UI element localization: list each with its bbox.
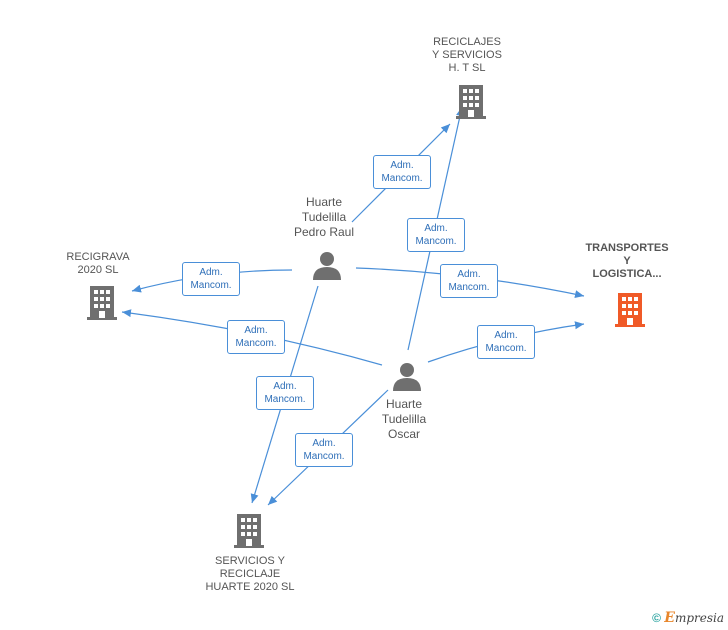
label-line: RECIGRAVA (66, 251, 130, 263)
label-line: Tudelilla (301, 210, 347, 224)
relation-line-1: Adm. (273, 381, 297, 392)
relation-line-2: Mancom. (303, 451, 345, 462)
node-label-pedro: Huarte Tudelilla Pedro Raul (274, 195, 374, 240)
building-icon-reciclajes (456, 85, 486, 119)
label-line: Huarte (305, 195, 343, 209)
relation-line-2: Mancom. (415, 236, 457, 247)
relation-line-2: Mancom. (264, 394, 306, 405)
label-line: RECICLAJE (219, 568, 281, 580)
label-line: LOGISTICA... (592, 268, 662, 280)
node-label-oscar: Huarte Tudelilla Oscar (354, 397, 454, 442)
relation-line-1: Adm. (494, 330, 518, 341)
label-line: H. T SL (448, 62, 486, 74)
label-line: Y SERVICIOS (432, 49, 502, 61)
node-label-transportes: TRANSPORTES Y LOGISTICA... (572, 242, 682, 281)
relation-box-pedro-transportes[interactable]: Adm. Mancom. (440, 264, 498, 298)
node-label-reciclajes: RECICLAJES Y SERVICIOS H. T SL (412, 36, 522, 75)
brand-name: mpresia (674, 611, 724, 625)
relation-box-pedro-recigrava[interactable]: Adm. Mancom. (182, 262, 240, 296)
relation-line-2: Mancom. (485, 343, 527, 354)
node-label-servicios: SERVICIOS Y RECICLAJE HUARTE 2020 SL (190, 555, 310, 594)
label-line: Pedro Raul (293, 225, 355, 239)
building-icon-transportes (615, 293, 645, 327)
relation-line-2: Mancom. (448, 282, 490, 293)
building-icon-servicios (234, 514, 264, 548)
relation-line-1: Adm. (199, 267, 223, 278)
relation-box-oscar-recigrava[interactable]: Adm. Mancom. (227, 320, 285, 354)
relation-line-2: Mancom. (381, 173, 423, 184)
label-line: 2020 SL (77, 264, 119, 276)
person-icon-pedro (313, 252, 341, 280)
relation-line-2: Mancom. (190, 280, 232, 291)
relation-line-1: Adm. (424, 223, 448, 234)
relation-box-pedro-servicios[interactable]: Adm. Mancom. (256, 376, 314, 410)
relation-box-oscar-reciclajes[interactable]: Adm. Mancom. (407, 218, 465, 252)
label-line: TRANSPORTES (585, 242, 669, 254)
label-line: Y (623, 255, 631, 267)
building-icon-recigrava (87, 286, 117, 320)
footer-brand[interactable]: © Empresia (652, 610, 724, 626)
relation-line-1: Adm. (312, 438, 336, 449)
relation-line-2: Mancom. (235, 338, 277, 349)
brand-logo: Empresia (664, 610, 724, 626)
copyright-icon: © (652, 611, 661, 625)
relation-line-1: Adm. (244, 325, 268, 336)
label-line: HUARTE 2020 SL (205, 581, 295, 593)
label-line: Oscar (387, 427, 420, 441)
relation-box-oscar-servicios[interactable]: Adm. Mancom. (295, 433, 353, 467)
relation-line-1: Adm. (390, 160, 414, 171)
node-label-recigrava: RECIGRAVA 2020 SL (48, 251, 148, 277)
relation-box-pedro-reciclajes[interactable]: Adm. Mancom. (373, 155, 431, 189)
label-line: Tudelilla (381, 412, 427, 426)
label-line: RECICLAJES (433, 36, 501, 48)
brand-initial: E (664, 610, 675, 626)
person-icon-oscar (393, 363, 421, 391)
label-line: SERVICIOS Y (215, 555, 285, 567)
relation-box-oscar-transportes[interactable]: Adm. Mancom. (477, 325, 535, 359)
relation-line-1: Adm. (457, 269, 481, 280)
label-line: Huarte (385, 397, 423, 411)
